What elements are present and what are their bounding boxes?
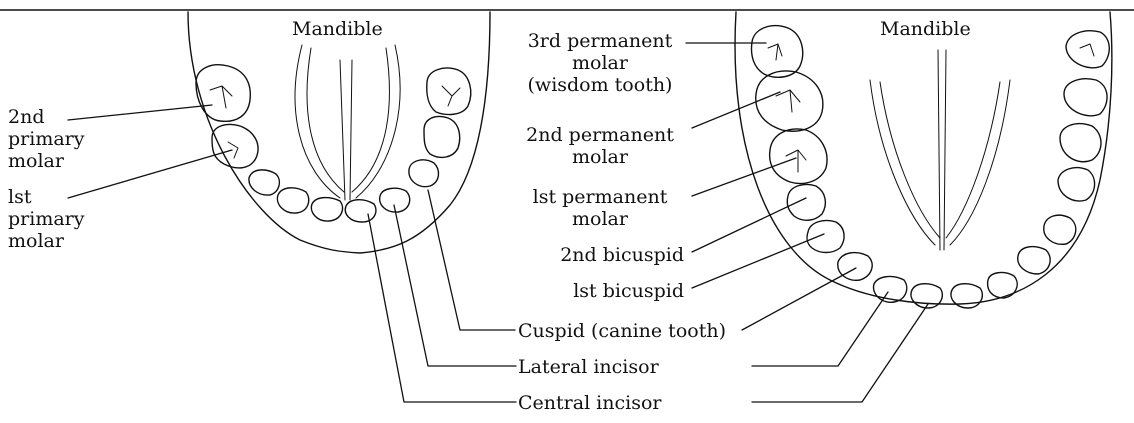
label-lateral-incisor: Lateral incisor xyxy=(518,356,659,378)
label-cuspid: Cuspid (canine tooth) xyxy=(518,320,726,342)
label-line: 3rd permanent xyxy=(512,30,688,52)
label-line: molar xyxy=(8,230,84,252)
label-line: primary xyxy=(8,128,84,150)
label-line: 2nd permanent xyxy=(512,124,688,146)
label-1st-primary-molar: lst primary molar xyxy=(8,186,84,252)
label-line: lst permanent xyxy=(512,186,688,208)
label-line: primary xyxy=(8,208,84,230)
permanent-jaw-tongue-lines xyxy=(870,50,1010,250)
label-line: 2nd xyxy=(8,106,84,128)
label-2nd-bicuspid: 2nd bicuspid xyxy=(512,244,684,266)
primary-jaw-tongue-lines xyxy=(295,45,400,200)
label-line: lst xyxy=(8,186,84,208)
label-2nd-permanent-molar: 2nd permanent molar xyxy=(512,124,688,168)
primary-jaw-title: Mandible xyxy=(292,18,383,40)
label-line: molar xyxy=(512,208,688,230)
label-line: (wisdom tooth) xyxy=(512,74,688,96)
label-2nd-primary-molar: 2nd primary molar xyxy=(8,106,84,172)
label-1st-bicuspid: lst bicuspid xyxy=(512,280,684,302)
label-line: molar xyxy=(8,150,84,172)
label-line: molar xyxy=(512,52,688,74)
permanent-jaw-title: Mandible xyxy=(880,18,971,40)
permanent-jaw-outline xyxy=(735,12,1112,304)
label-1st-permanent-molar: lst permanent molar xyxy=(512,186,688,230)
label-central-incisor: Central incisor xyxy=(518,392,661,414)
label-line: molar xyxy=(512,146,688,168)
label-3rd-permanent-molar: 3rd permanent molar (wisdom tooth) xyxy=(512,30,688,96)
